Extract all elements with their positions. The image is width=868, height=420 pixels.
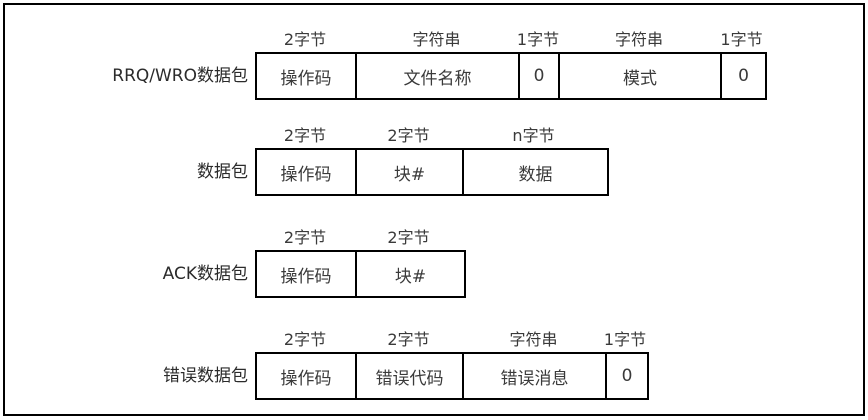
packet-field-cell: 操作码 bbox=[257, 354, 357, 398]
field-size-header-row: 2字节 字符串 1字节 字符串 1字节 bbox=[255, 26, 763, 50]
packet-field-cell: 错误消息 bbox=[464, 354, 607, 398]
packet-field-cell: 0 bbox=[520, 54, 560, 98]
field-size-label: 1字节 bbox=[720, 30, 763, 49]
field-size-label: 1字节 bbox=[603, 330, 647, 349]
packet-field-cell: 块# bbox=[357, 150, 464, 194]
field-size-header-row: 2字节 2字节 bbox=[255, 224, 462, 248]
packet-field-cell: 操作码 bbox=[257, 54, 357, 98]
packet-field-cell: 0 bbox=[738, 66, 749, 86]
field-size-header-row: 2字节 2字节 字符串 1字节 bbox=[255, 326, 647, 350]
packet-field-cell: 错误代码 bbox=[357, 354, 464, 398]
field-size-label: 2字节 bbox=[387, 228, 430, 247]
packet-field-cell: 数据 bbox=[518, 164, 553, 185]
field-size-label: 字符串 bbox=[614, 30, 663, 49]
packet-field-cell: 操作码 bbox=[257, 252, 357, 296]
field-size-label: 字符串 bbox=[509, 330, 558, 349]
field-size-label: 1字节 bbox=[516, 30, 560, 49]
packet-field-cell: 0 bbox=[621, 366, 633, 386]
field-size-label: 2字节 bbox=[283, 228, 327, 247]
field-size-header-row: 2字节 2字节 n字节 bbox=[255, 122, 605, 146]
field-size-label: 字符串 bbox=[412, 30, 461, 49]
diagram-outer-border bbox=[3, 3, 865, 416]
packet-row-label: 错误数据包 bbox=[163, 366, 248, 386]
field-size-label: 2字节 bbox=[283, 126, 327, 145]
packet-field-row: 操作码错误代码错误消息 0 bbox=[255, 352, 649, 400]
packet-field-row: 操作码块# 数据 bbox=[255, 148, 609, 196]
packet-field-cell: 文件名称 bbox=[357, 54, 520, 98]
packet-field-cell: 块# bbox=[394, 266, 427, 287]
field-size-label: 2字节 bbox=[387, 126, 430, 145]
field-size-label: 2字节 bbox=[283, 30, 327, 49]
packet-row-label: 数据包 bbox=[197, 162, 248, 182]
packet-field-cell: 模式 bbox=[560, 54, 722, 98]
packet-field-row: 操作码 块# bbox=[255, 250, 466, 298]
field-size-label: 2字节 bbox=[387, 330, 430, 349]
field-size-label: 2字节 bbox=[283, 330, 327, 349]
field-size-label: n字节 bbox=[512, 126, 555, 145]
packet-field-cell: 操作码 bbox=[257, 150, 357, 194]
packet-row-label: ACK数据包 bbox=[162, 264, 248, 284]
packet-row-label: RRQ/WRO数据包 bbox=[112, 66, 248, 86]
